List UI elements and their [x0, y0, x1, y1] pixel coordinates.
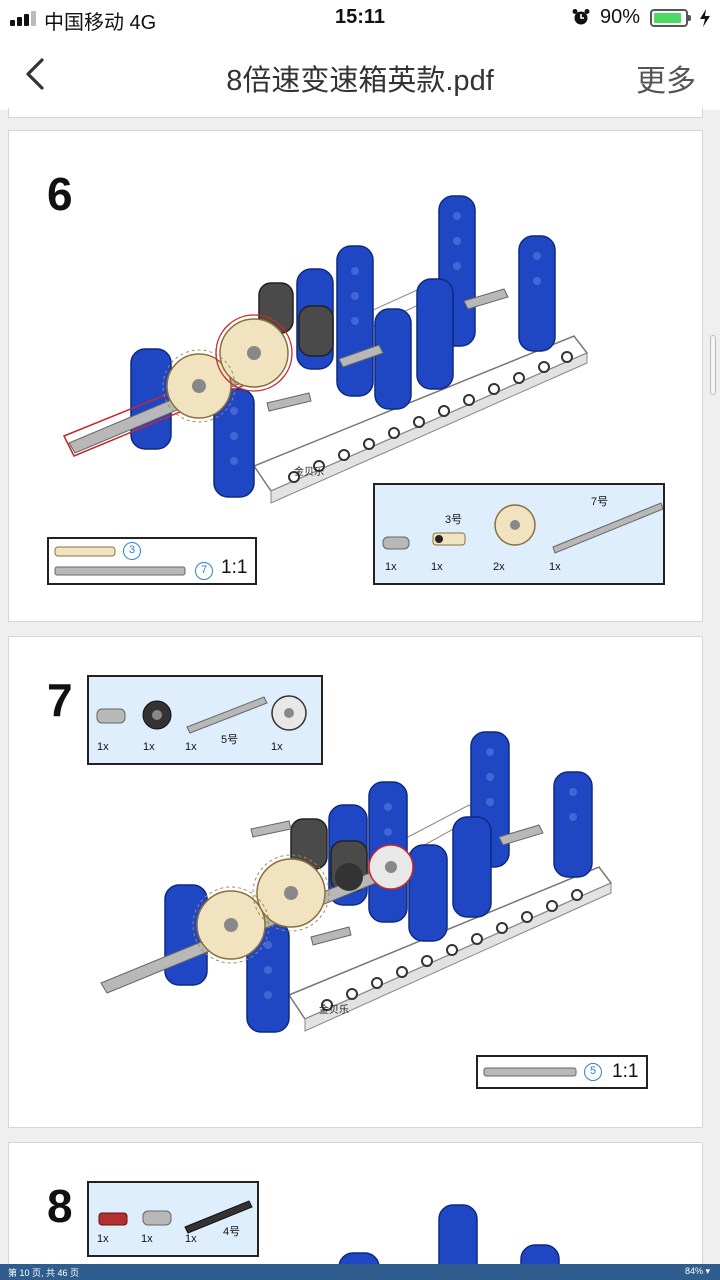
part-label: 5号	[221, 734, 239, 746]
pdf-page-step-6[interactable]: 6	[8, 130, 703, 622]
part-quantity: 1x	[271, 741, 283, 753]
signal-icon	[10, 11, 36, 26]
part-quantity: 1x	[549, 561, 561, 573]
part-quantity: 1x	[185, 741, 197, 753]
parts-callout: 5号 1x 1x 1x 1x	[87, 675, 323, 765]
battery-percent: 90%	[600, 6, 641, 28]
brand-mark: 金贝乐	[319, 1005, 349, 1016]
part-number-badge: 5	[584, 1063, 602, 1081]
pdf-page-previous	[8, 108, 703, 118]
alarm-icon	[572, 9, 590, 25]
zoom-level[interactable]: 84% ▾	[684, 1266, 710, 1276]
pdf-page-indicator-bar: 第 10 页, 共 46 页 84% ▾	[0, 1264, 720, 1280]
chevron-left-icon[interactable]	[18, 54, 52, 94]
part-number-badge: 3	[123, 542, 141, 560]
part-number-badge: 7	[195, 562, 213, 580]
step-number: 7	[47, 674, 73, 726]
step-number: 8	[47, 1180, 73, 1232]
parts-callout: 3号 7号 1x 1x 2x 1x	[373, 483, 665, 585]
parts-drawing	[382, 502, 663, 554]
nav-bar: 8倍速变速箱英款.pdf 更多	[0, 36, 720, 110]
part-quantity: 1x	[97, 741, 109, 753]
scale-parts-drawing	[483, 1067, 577, 1077]
scale-ratio: 1:1	[612, 1061, 639, 1082]
part-quantity: 1x	[385, 561, 397, 573]
scale-ratio: 1:1	[221, 557, 248, 578]
part-quantity: 1x	[141, 1233, 153, 1245]
scale-reference-box: 5 1:1	[476, 1055, 648, 1089]
part-quantity: 2x	[493, 561, 505, 573]
scale-parts-drawing	[54, 546, 186, 576]
charging-icon	[700, 9, 710, 27]
step-number: 6	[47, 168, 73, 220]
carrier-label: 中国移动 4G	[44, 12, 157, 34]
clock: 15:11	[334, 6, 386, 28]
document-title: 8倍速变速箱英款.pdf	[226, 65, 494, 97]
part-label: 4号	[223, 1226, 241, 1238]
battery-icon	[650, 9, 691, 27]
status-bar: 中国移动 4G 15:11 90%	[0, 0, 720, 36]
gearbox-model-illustration	[62, 195, 589, 504]
parts-drawing	[98, 1200, 253, 1234]
part-label: 3号	[445, 514, 463, 526]
scrollbar-thumb[interactable]	[710, 335, 716, 395]
page-counter: 第 10 页, 共 46 页	[8, 1268, 80, 1278]
part-quantity: 1x	[431, 561, 443, 573]
part-quantity: 1x	[143, 741, 155, 753]
pdf-page-step-7[interactable]: 7 5号 1x 1x 1x 1x	[8, 636, 703, 1128]
parts-drawing	[96, 695, 307, 734]
brand-mark: 金贝乐	[294, 467, 324, 478]
scale-reference-box: 3 7 1:1	[47, 537, 257, 585]
parts-callout: 4号 1x 1x 1x	[87, 1181, 259, 1257]
part-quantity: 1x	[97, 1233, 109, 1245]
part-label: 7号	[591, 496, 609, 508]
pdf-page-step-8[interactable]: 8 4号 1x 1x 1x	[8, 1142, 703, 1280]
part-quantity: 1x	[185, 1233, 197, 1245]
more-button[interactable]: 更多	[636, 65, 696, 98]
